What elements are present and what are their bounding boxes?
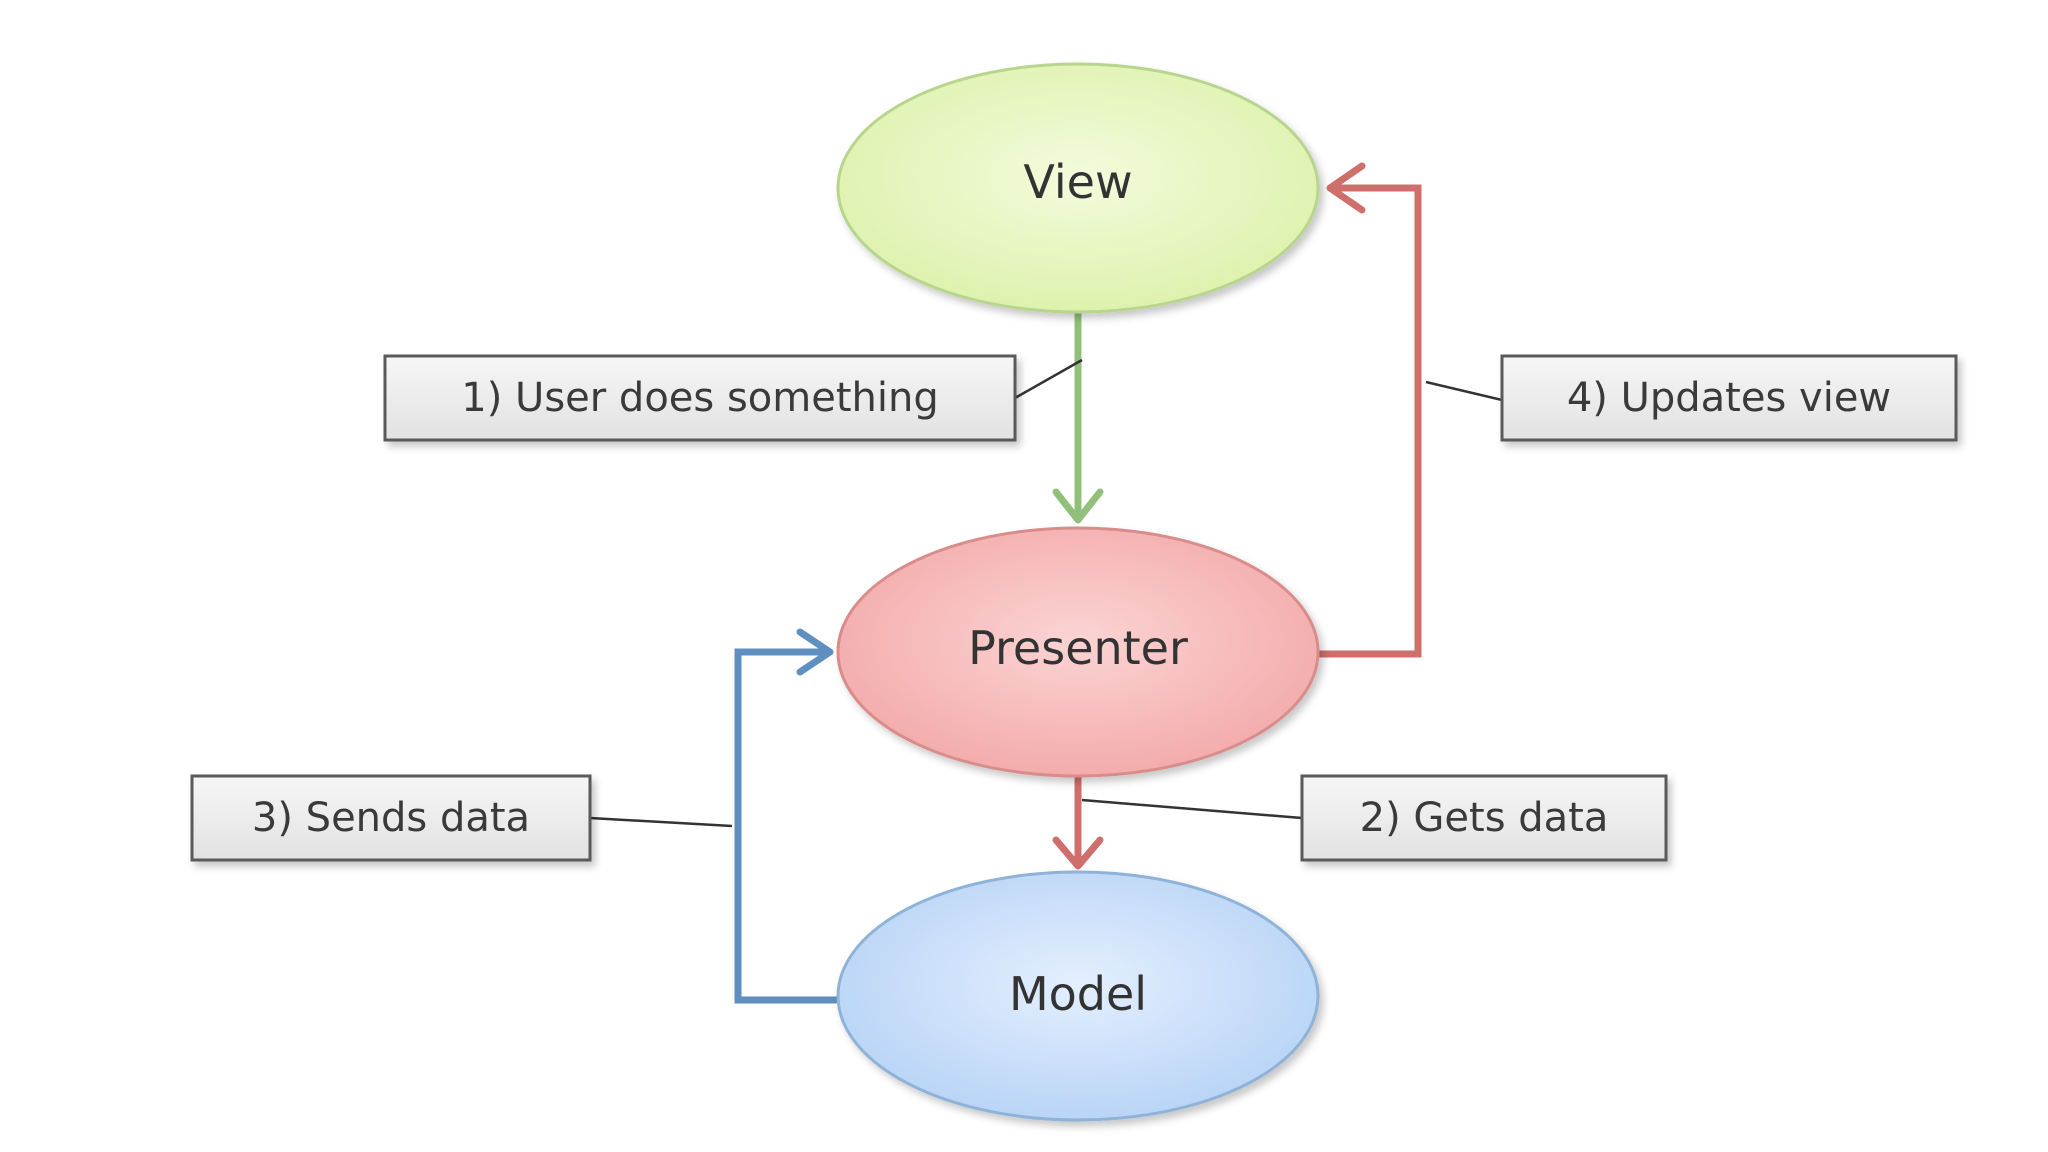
arrow-presenter-to-view <box>1318 162 1422 658</box>
arrow-model-to-presenter <box>734 628 842 1004</box>
callout-sends-data-text: 3) Sends data <box>252 795 530 841</box>
callout-updates-view-text: 4) Updates view <box>1567 375 1891 421</box>
callout-gets-data: 2) Gets data <box>1081 774 1668 862</box>
node-model: Model <box>836 870 1320 1122</box>
node-model-label: Model <box>1009 967 1147 1021</box>
node-presenter: Presenter <box>836 526 1320 778</box>
callout-sends-data: 3) Sends data <box>190 774 733 862</box>
callout-user-does-something: 1) User does something <box>383 354 1083 442</box>
callout-gets-data-text: 2) Gets data <box>1360 795 1609 841</box>
callout-user-does-something-text: 1) User does something <box>461 375 938 421</box>
callout-updates-view: 4) Updates view <box>1425 354 1958 442</box>
arrow-view-to-presenter <box>1052 312 1104 524</box>
node-view: View <box>836 62 1320 314</box>
node-view-label: View <box>1023 155 1132 209</box>
arrow-presenter-to-model <box>1052 776 1104 870</box>
node-presenter-label: Presenter <box>968 621 1188 675</box>
